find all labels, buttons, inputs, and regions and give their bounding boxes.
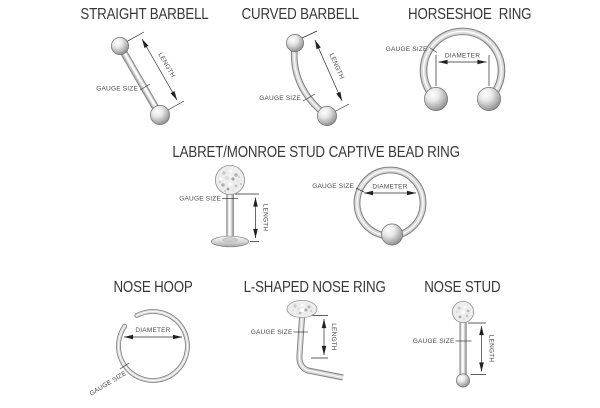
- post: [226, 192, 234, 239]
- labret-monroe-stud-card: LABRET/MONROE STUD LENGTH: [160, 144, 325, 270]
- gem-ball: [451, 300, 475, 324]
- curved-barbell-title: CURVED BARBELL: [232, 6, 362, 24]
- curved-barbell-card: CURVED BARBELL LENGTH GAUGE SIZE: [232, 6, 362, 134]
- length-dimension: LENGTH: [310, 315, 337, 359]
- top-ball: [286, 34, 304, 52]
- gem: [286, 299, 318, 319]
- curved-barbell-illustration: LENGTH GAUGE SIZE: [259, 30, 350, 126]
- gauge-dimension: GAUGE SIZE: [179, 196, 238, 203]
- gauge-dimension: GAUGE SIZE: [413, 338, 472, 345]
- gauge-dimension: GAUGE SIZE: [89, 362, 130, 398]
- bottom-ball: [456, 373, 470, 388]
- straight-barbell-illustration: LENGTH GAUGE SIZE: [96, 31, 185, 125]
- title-text: CAPTIVE BEAD RING: [328, 144, 460, 161]
- gauge-dimension: GAUGE SIZE: [251, 329, 308, 336]
- straight-barbell-title: STRAIGHT BARBELL: [70, 6, 210, 24]
- gauge-dimension: GAUGE SIZE: [312, 183, 365, 193]
- captive-bead-ring-card: CAPTIVE BEAD RING DIAMETER GAUGE SIZE: [312, 144, 460, 270]
- gauge-dimension: GAUGE SIZE: [259, 93, 316, 102]
- gauge-size-label: GAUGE SIZE: [251, 329, 293, 336]
- hoop-wire: [116, 309, 190, 383]
- diameter-dimension: DIAMETER: [363, 184, 417, 196]
- nose-hoop-illustration: DIAMETER GAUGE SIZE: [89, 309, 190, 398]
- gauge-dimension: GAUGE SIZE: [96, 83, 151, 93]
- l-post-wire: [296, 317, 344, 381]
- gauge-size-label: GAUGE SIZE: [89, 370, 129, 398]
- top-ball: [111, 37, 129, 55]
- captive-bead-ring-title: CAPTIVE BEAD RING: [318, 144, 460, 162]
- horseshoe-ring-card: HORSESHOE RING DIAMETER GAUGE SIZE: [386, 6, 533, 134]
- captive-bead: [381, 223, 403, 246]
- gauge-size-label: GAUGE SIZE: [96, 86, 138, 93]
- title-text: HORSESHOE RING: [408, 6, 532, 23]
- labret-monroe-stud-title: LABRET/MONROE STUD: [160, 144, 325, 162]
- title-text: L-SHAPED NOSE RING: [243, 279, 386, 296]
- nose-stud-illustration: LENGTH GAUGE SIZE: [413, 300, 495, 388]
- labret-monroe-stud-illustration: LENGTH GAUGE SIZE: [179, 164, 269, 248]
- curved-bar: [290, 42, 330, 119]
- gauge-size-label: GAUGE SIZE: [259, 95, 301, 102]
- diameter-label: DIAMETER: [372, 184, 407, 191]
- diameter-dimension: DIAMETER: [123, 327, 183, 340]
- nose-hoop-title: NOSE HOOP: [83, 279, 223, 297]
- length-label: LENGTH: [328, 52, 346, 80]
- horseshoe-ring-title: HORSESHOE RING: [398, 6, 533, 24]
- gauge-size-label: GAUGE SIZE: [386, 46, 428, 53]
- diameter-label: DIAMETER: [135, 327, 170, 334]
- l-shaped-nose-ring-title: L-SHAPED NOSE RING: [232, 279, 386, 297]
- nose-hoop-card: NOSE HOOP DIAMETER GAUGE SIZE: [83, 279, 223, 404]
- left-ball: [424, 87, 448, 111]
- gauge-size-label: GAUGE SIZE: [179, 196, 221, 203]
- straight-barbell-card: STRAIGHT BARBELL LENGTH GAUGE SIZE: [70, 6, 210, 134]
- right-ball: [477, 87, 501, 111]
- disc-base: [211, 235, 249, 248]
- bottom-ball: [150, 105, 170, 125]
- nose-stud-title: NOSE STUD: [400, 279, 524, 297]
- l-shaped-nose-ring-card: L-SHAPED NOSE RING LENGTH: [232, 279, 386, 404]
- crystal-ball: [214, 164, 246, 196]
- length-label: LENGTH: [262, 204, 269, 232]
- horseshoe-wire: [419, 27, 506, 102]
- diameter-dimension: DIAMETER: [435, 53, 490, 86]
- length-dimension: LENGTH: [468, 322, 495, 375]
- title-text: NOSE HOOP: [113, 279, 193, 296]
- title-text: CURVED BARBELL: [241, 6, 360, 23]
- length-label: LENGTH: [156, 52, 176, 79]
- title-text: LABRET/MONROE STUD: [172, 144, 325, 161]
- horseshoe-ring-illustration: DIAMETER GAUGE SIZE: [386, 27, 506, 111]
- length-label: LENGTH: [330, 323, 337, 351]
- l-shaped-nose-ring-illustration: LENGTH GAUGE SIZE: [251, 299, 344, 381]
- gauge-size-label: GAUGE SIZE: [312, 183, 354, 190]
- captive-bead-ring-illustration: DIAMETER GAUGE SIZE: [312, 166, 427, 246]
- length-dimension: LENGTH: [235, 193, 269, 242]
- title-text: STRAIGHT BARBELL: [80, 6, 209, 23]
- gauge-dimension: GAUGE SIZE: [386, 46, 438, 53]
- bottom-ball: [317, 106, 337, 126]
- diameter-label: DIAMETER: [445, 53, 480, 60]
- nose-stud-card: NOSE STUD LENGTH GAUGE SIZE: [400, 279, 524, 404]
- gauge-size-label: GAUGE SIZE: [413, 338, 455, 345]
- title-text: NOSE STUD: [423, 279, 501, 296]
- length-label: LENGTH: [488, 335, 495, 363]
- post: [459, 321, 467, 378]
